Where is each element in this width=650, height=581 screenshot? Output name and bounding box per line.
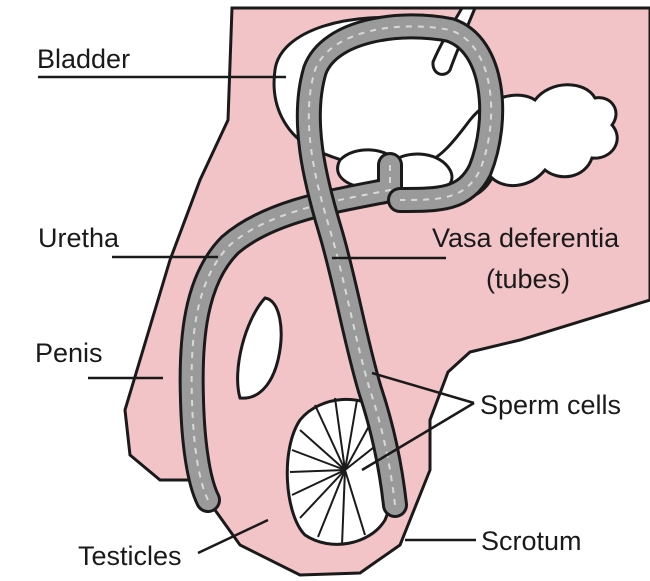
label-sperm-cells: Sperm cells xyxy=(480,390,621,420)
label-tubes: (tubes) xyxy=(486,264,570,294)
label-uretha: Uretha xyxy=(38,223,120,253)
label-bladder: Bladder xyxy=(37,44,130,74)
label-testicles: Testicles xyxy=(78,541,182,571)
label-penis: Penis xyxy=(35,338,103,368)
label-scrotum: Scrotum xyxy=(481,526,582,556)
label-vasa-deferentia: Vasa deferentia xyxy=(432,223,620,253)
